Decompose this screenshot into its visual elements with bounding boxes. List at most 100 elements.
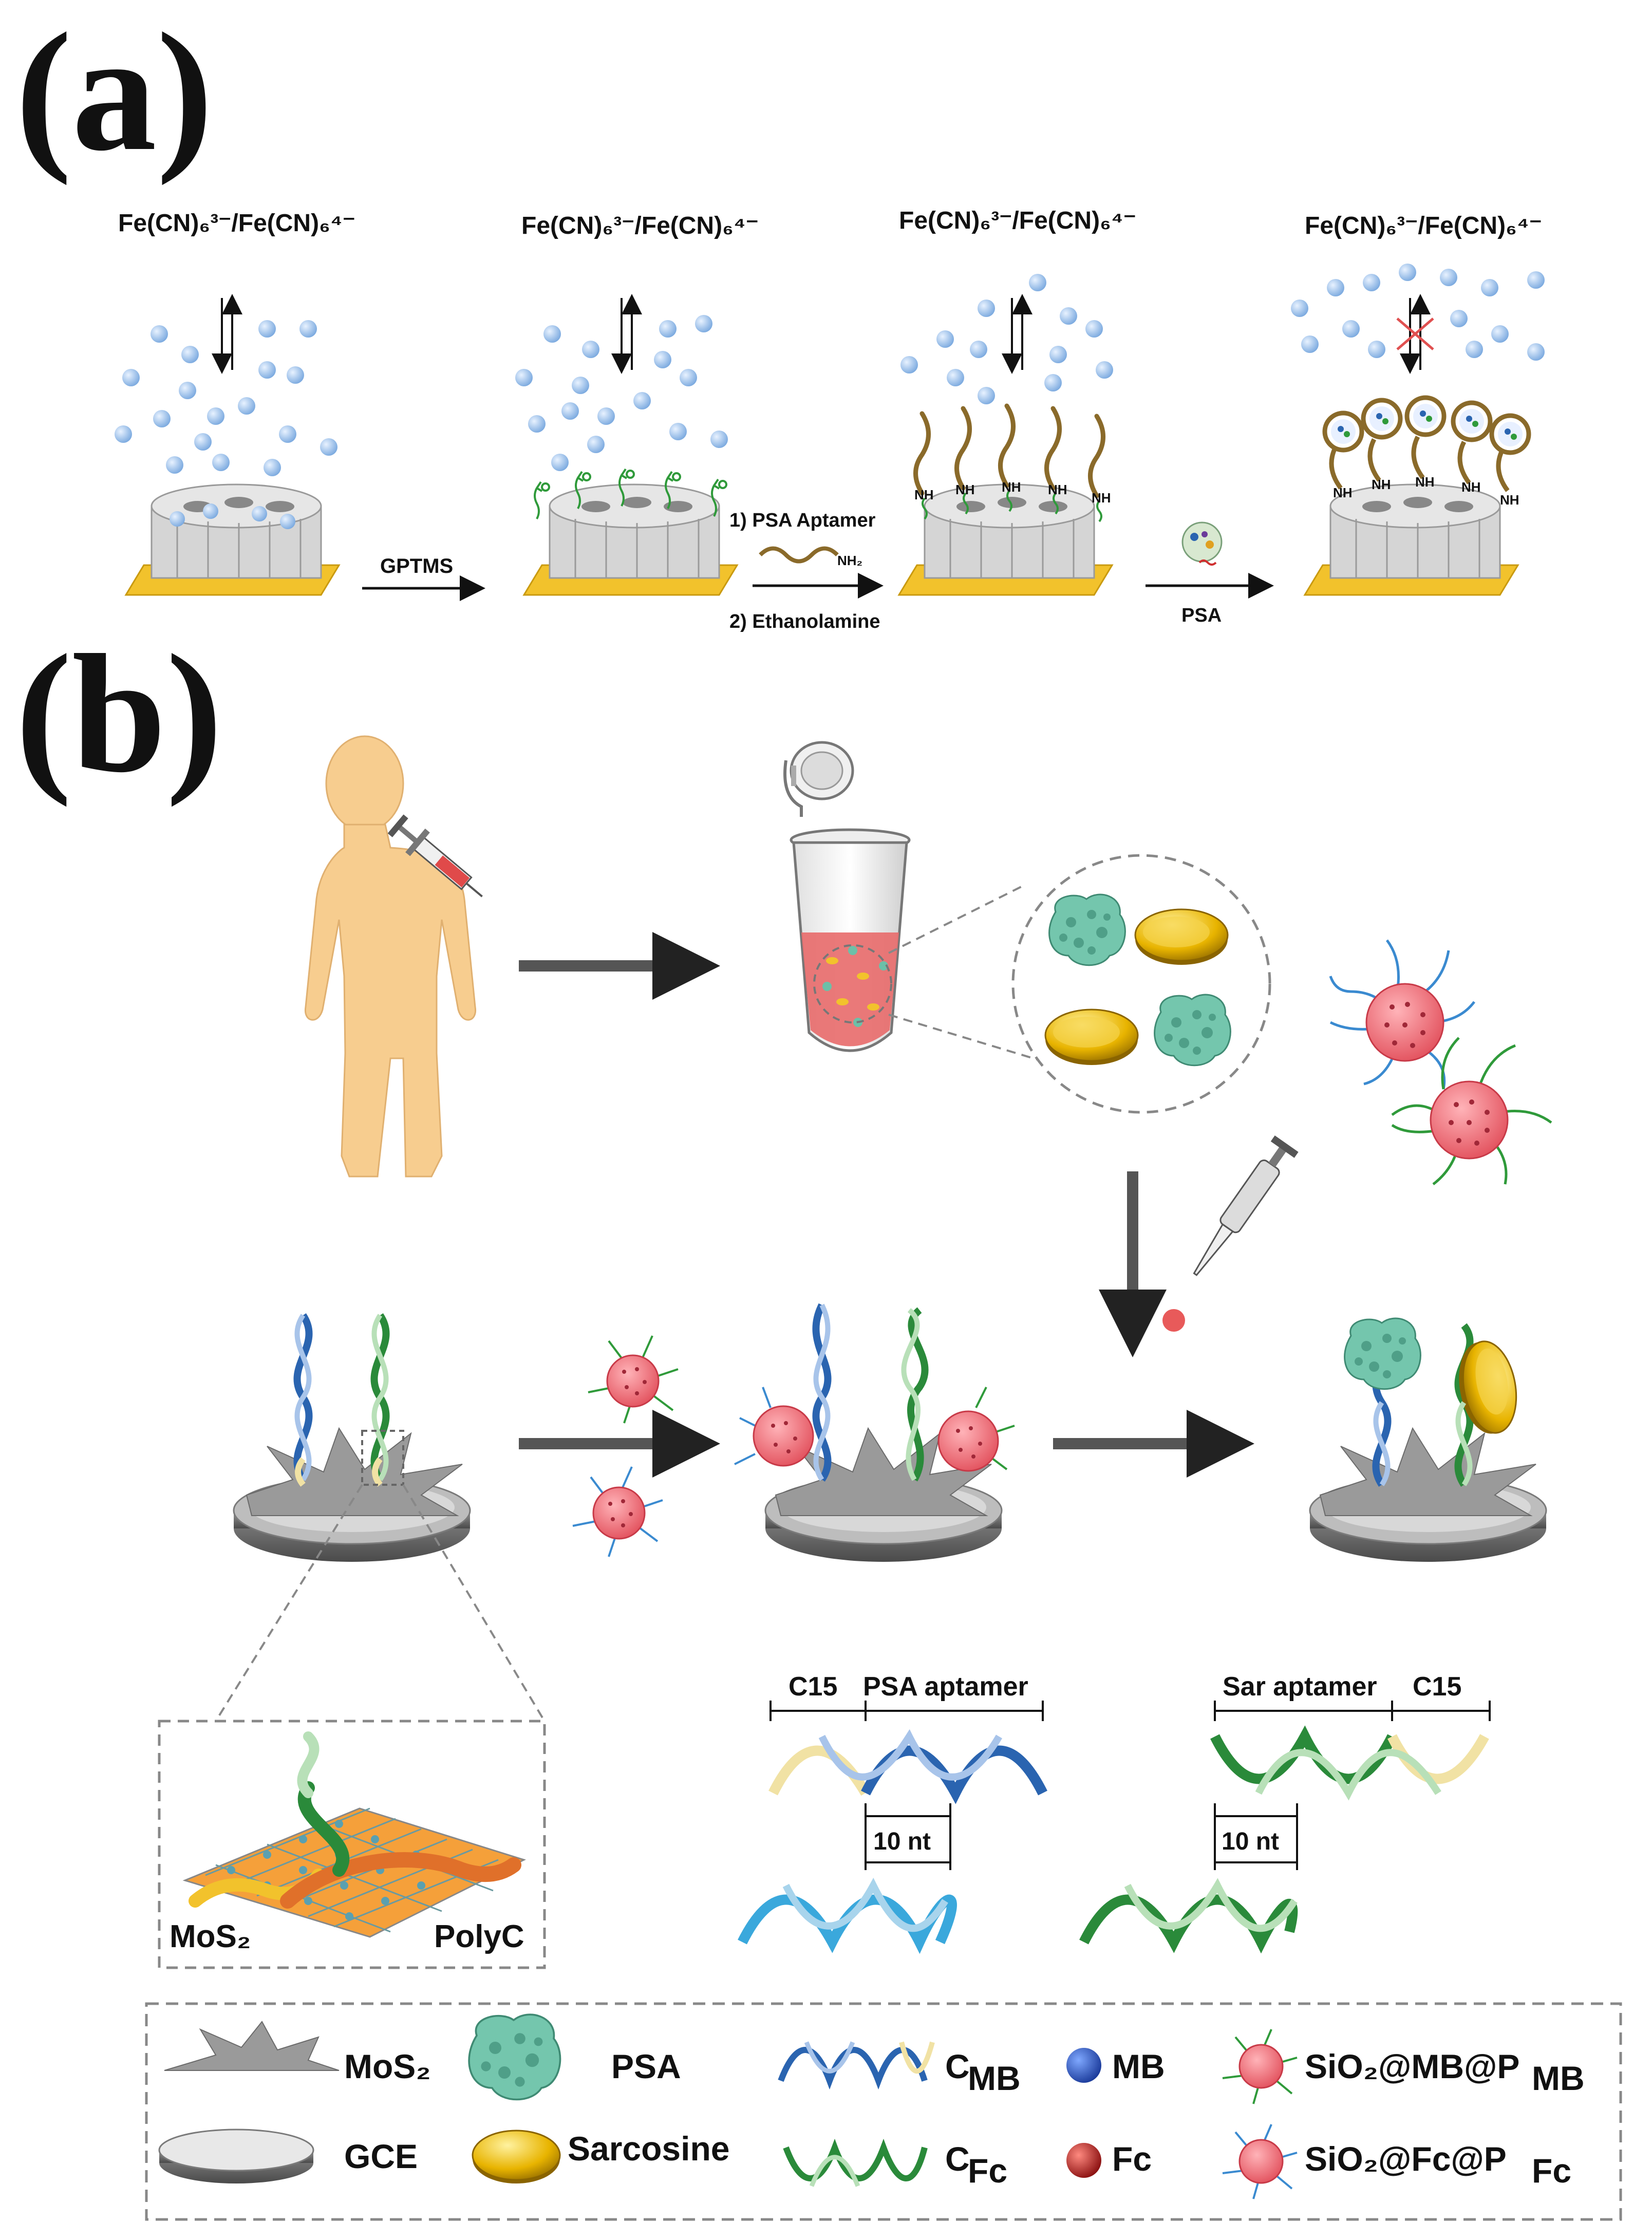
legend-sio2-mb-label: SiO₂@MB@P: [1305, 2047, 1519, 2085]
redox-label-4: Fe(CN)₆³⁻/Fe(CN)₆⁴⁻: [1305, 212, 1542, 239]
legend-item-fc: Fc: [1066, 2140, 1152, 2178]
bound-sarcosine: [1451, 1336, 1524, 1439]
modified-electrode-1: [233, 1313, 471, 1563]
legend: MoS₂ PSA C MB MB SiO₂@MB@P MB: [145, 2002, 1622, 2221]
cfc-helix-icon: [783, 2138, 928, 2181]
label-nh-3e: NH: [1092, 490, 1111, 506]
sio2-fc-icon: [1238, 2139, 1284, 2184]
panel-b: (b): [15, 620, 1552, 1969]
legend-box: [145, 2002, 1622, 2221]
label-gptms: GPTMS: [380, 555, 453, 577]
legend-sio2-mb-sub: MB: [1532, 2059, 1585, 2097]
panel-a: (a) Fe(CN)₆³⁻/Fe(CN)₆⁴⁻ Fe(CN)₆³⁻/Fe(CN)…: [15, 0, 1545, 632]
label-nh-3b: NH: [955, 482, 975, 497]
modified-electrode-2: [734, 1303, 1015, 1563]
psa-aptamer-sequence-diagram: C15 PSA aptamer 10 nt: [738, 1672, 1047, 1954]
inset-mos2-label: MoS₂: [170, 1919, 251, 1954]
stage-bare-electrode: [115, 294, 340, 596]
porous-electrode-1: [125, 483, 340, 596]
modified-electrode-3: [1309, 1317, 1547, 1563]
redox-ions-2: [515, 315, 728, 471]
blocked-cross-icon: [1396, 318, 1434, 350]
human-figure-icon: [304, 735, 477, 1178]
legend-item-mos2: MoS₂: [164, 2021, 431, 2085]
inset-zoom-line-left: [215, 1484, 363, 1722]
legend-mb-label: MB: [1112, 2047, 1165, 2085]
sample-zoom-circle: [1011, 854, 1271, 1114]
sio2-fc-sphere: [1329, 939, 1475, 1090]
legend-item-mb: MB: [1066, 2047, 1165, 2085]
porous-electrode-4: [1304, 483, 1519, 596]
zoom-line-bottom: [888, 1014, 1051, 1065]
bound-sphere-fc: [734, 1387, 814, 1467]
redox-label-2: Fe(CN)₆³⁻/Fe(CN)₆⁴⁻: [521, 212, 759, 239]
sample-tube-icon: [783, 741, 911, 1052]
mb-icon: [1066, 2048, 1101, 2083]
panel-b-letter: (b): [15, 620, 222, 808]
psa-aptamers: [913, 403, 1105, 498]
redox-ions-3: [900, 274, 1113, 404]
seq-sar-aptamer-label: Sar aptamer: [1223, 1672, 1377, 1702]
redox-label-1: Fe(CN)₆³⁻/Fe(CN)₆⁴⁻: [118, 210, 355, 237]
seq-10nt-right: 10 nt: [1222, 1828, 1279, 1855]
label-nh-4b: NH: [1372, 477, 1391, 492]
fc-icon: [1066, 2143, 1101, 2178]
label-nh-4c: NH: [1415, 474, 1435, 490]
sarcosine-1: [1134, 908, 1229, 966]
label-nh-4e: NH: [1500, 492, 1519, 508]
redox-ions-1: [115, 320, 337, 476]
stage-gptms-electrode: [515, 294, 738, 596]
legend-cmb-sub: MB: [968, 2059, 1021, 2097]
stage-psa-bound-electrode: NH NH NH NH NH: [1291, 264, 1545, 596]
stage-aptamer-electrode: NH NH NH NH NH: [898, 274, 1113, 596]
legend-sio2-fc-label: SiO₂@Fc@P: [1305, 2140, 1507, 2178]
redox-ions-4: [1291, 264, 1545, 361]
legend-item-gce: GCE: [158, 2129, 418, 2183]
legend-item-cmb: C MB: [778, 2041, 1021, 2097]
legend-cfc-sub: Fc: [968, 2152, 1007, 2190]
pipette-icon: [1193, 1135, 1299, 1276]
label-nh-3c: NH: [1002, 479, 1021, 495]
legend-item-sarcosine: Sarcosine: [472, 2130, 730, 2183]
aptamer-icon: [759, 546, 839, 564]
porous-electrode-2: [523, 483, 738, 596]
gce-icon: [158, 2129, 314, 2172]
label-psa-aptamer-step: 1) PSA Aptamer: [729, 510, 876, 531]
psa-protein-2: [1154, 994, 1231, 1067]
sar-aptamer-sequence-diagram: Sar aptamer C15 10 nt: [1079, 1672, 1491, 1954]
legend-sio2-fc-sub: Fc: [1532, 2152, 1571, 2190]
sarcosine-2: [1044, 1009, 1139, 1066]
psa-protein-1: [1048, 893, 1126, 966]
mos2-lattice-icon: [182, 1731, 526, 1938]
label-psa-step: PSA: [1181, 605, 1222, 626]
sio2-fc-small: [572, 1466, 663, 1557]
legend-cmb-label: C: [945, 2047, 970, 2085]
legend-fc-label: Fc: [1112, 2140, 1152, 2178]
aptamer-psa-complexes: [1322, 395, 1531, 492]
seq-psa-aptamer-label: PSA aptamer: [863, 1672, 1028, 1702]
mos2-icon: [164, 2021, 340, 2071]
syringe-icon: [387, 814, 483, 898]
label-nh2: NH₂: [837, 553, 862, 568]
legend-mos2-label: MoS₂: [344, 2047, 431, 2085]
label-nh-3a: NH: [914, 487, 934, 502]
sio2-mb-small: [588, 1335, 679, 1424]
seq-10nt-left: 10 nt: [873, 1828, 931, 1855]
inset-polyc-label: PolyC: [434, 1919, 524, 1954]
seq-c15-left: C15: [789, 1672, 837, 1702]
legend-cfc-label: C: [945, 2140, 970, 2178]
label-nh-4a: NH: [1333, 485, 1353, 500]
sio2-mb-sphere: [1391, 1037, 1552, 1185]
legend-item-psa: PSA: [468, 2013, 681, 2101]
label-ethanolamine-step: 2) Ethanolamine: [729, 611, 880, 632]
bound-sphere-mb: [937, 1387, 1015, 1472]
label-nh-3d: NH: [1048, 482, 1067, 497]
zoom-line-top: [888, 885, 1023, 954]
gptms-linkers: [534, 468, 727, 519]
label-nh-4d: NH: [1461, 479, 1481, 495]
seq-c15-right: C15: [1413, 1672, 1461, 1702]
psa-molecule-icon: [1181, 521, 1223, 566]
bound-psa: [1344, 1317, 1421, 1390]
